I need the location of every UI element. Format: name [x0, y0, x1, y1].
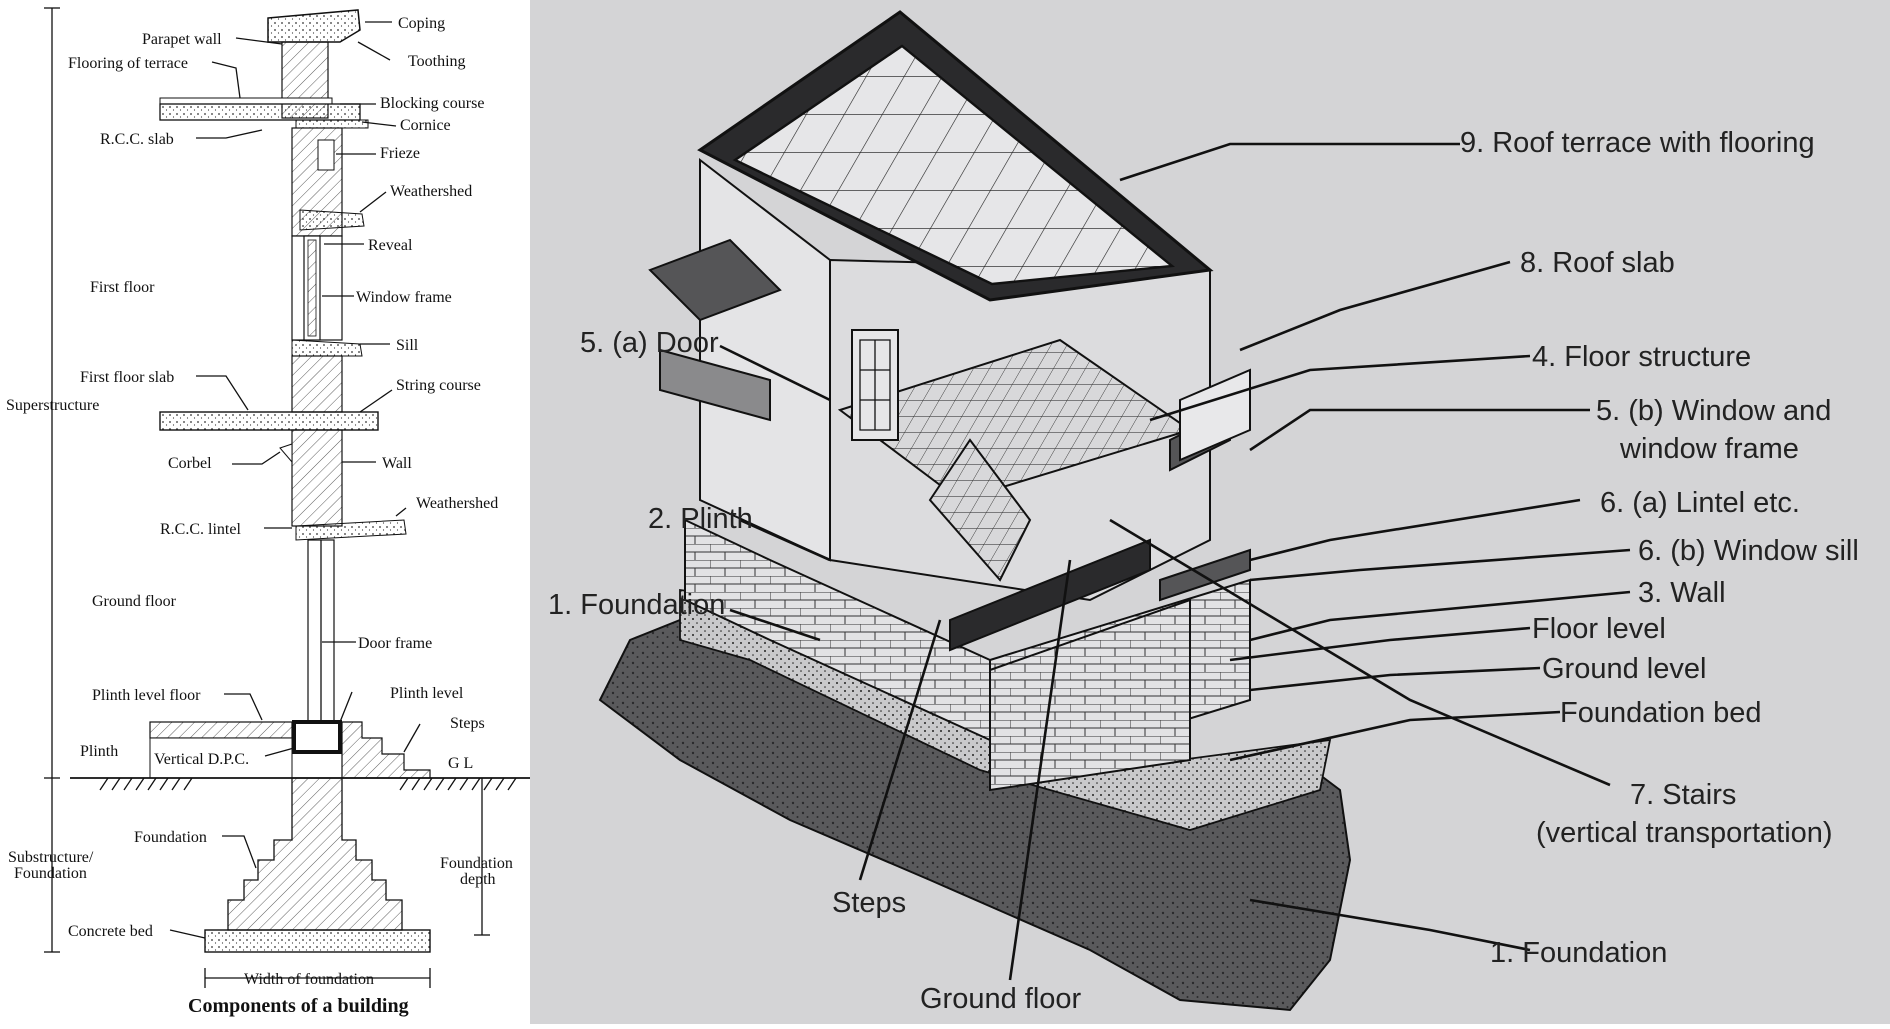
label-wall: 3. Wall [1638, 577, 1726, 609]
label-stairs-1: 7. Stairs [1630, 779, 1736, 811]
label-substructure: Substructure/ [8, 849, 94, 866]
label-foundation-depth: Foundation [440, 855, 513, 872]
label-width-of-foundation: Width of foundation [244, 971, 374, 988]
label-weathershed-bottom: Weathershed [416, 495, 498, 512]
label-wall: Wall [382, 455, 412, 472]
label-foundation-depth-2: depth [460, 871, 496, 888]
label-floor-level: Floor level [1532, 613, 1666, 645]
label-blocking-course: Blocking course [380, 95, 484, 112]
label-ground-level: Ground level [1542, 653, 1706, 685]
label-vertical-dpc: Vertical D.P.C. [154, 751, 249, 768]
label-window-frame-2: window frame [1619, 433, 1799, 465]
door-panels [859, 339, 891, 431]
label-foundation-left: 1. Foundation [548, 589, 725, 621]
label-reveal: Reveal [368, 237, 413, 254]
window-frame [1179, 368, 1251, 462]
dimension-lines [44, 7, 490, 988]
figure-caption: Components of a building [188, 995, 409, 1017]
label-ground-floor: Ground floor [92, 593, 177, 610]
label-plinth: Plinth [80, 743, 118, 760]
label-foundation-right: 1. Foundation [1490, 937, 1667, 969]
label-door-frame: Door frame [358, 635, 432, 652]
balcony-railing [659, 348, 771, 422]
label-first-floor-slab: First floor slab [80, 369, 174, 386]
label-roof-slab: 8. Roof slab [1520, 247, 1675, 279]
ground-floor-wall [279, 429, 407, 723]
label-window-frame-1: 5. (b) Window and [1596, 395, 1831, 427]
label-roof-terrace: 9. Roof terrace with flooring [1460, 127, 1815, 159]
ground-floor-slab-edge [949, 538, 1151, 652]
label-gl: G L [448, 755, 473, 772]
label-steps: Steps [832, 887, 906, 919]
leader-lines [719, 142, 1631, 981]
label-rcc-slab: R.C.C. slab [100, 131, 174, 148]
label-plinth: 2. Plinth [648, 503, 753, 535]
label-toothing: Toothing [408, 53, 466, 70]
leader-lines [169, 21, 421, 939]
label-sill: Sill [396, 337, 419, 354]
label-plinth-level: Plinth level [390, 685, 464, 702]
section-diagram: Coping Parapet wall Flooring of terrace … [6, 7, 530, 1017]
left-wall [699, 157, 831, 562]
label-window-sill: 6. (b) Window sill [1638, 535, 1859, 567]
foundation-footing [204, 777, 431, 953]
label-frieze: Frieze [380, 145, 420, 162]
label-substructure-2: Foundation [14, 865, 87, 882]
label-window-frame: Window frame [356, 289, 452, 306]
label-string-course: String course [396, 377, 481, 394]
label-foundation: Foundation [134, 829, 207, 846]
first-floor-slab [159, 411, 379, 431]
roof-terrace-flooring [732, 44, 1176, 286]
isometric-labels: 9. Roof terrace with flooring 8. Roof sl… [548, 127, 1859, 1015]
label-concrete-bed: Concrete bed [68, 923, 153, 940]
label-weathershed-top: Weathershed [390, 183, 472, 200]
stairs [928, 438, 1032, 582]
window-sill [1159, 548, 1251, 602]
isometric-diagram-panel: 9. Roof terrace with flooring 8. Roof sl… [530, 0, 1890, 1024]
label-foundation-bed: Foundation bed [1560, 697, 1762, 729]
main-wall [291, 127, 365, 413]
label-first-floor: First floor [90, 279, 155, 296]
roof-slab [159, 97, 369, 129]
ground-floor-wall [989, 598, 1191, 792]
label-door: 5. (a) Door [580, 327, 719, 359]
label-corbel: Corbel [168, 455, 212, 472]
label-ground-floor: Ground floor [920, 983, 1082, 1015]
label-flooring-of-terrace: Flooring of terrace [68, 55, 188, 72]
label-floor-structure: 4. Floor structure [1532, 341, 1751, 373]
label-lintel: 6. (a) Lintel etc. [1600, 487, 1800, 519]
section-labels: Coping Parapet wall Flooring of terrace … [6, 15, 513, 1017]
label-parapet-wall: Parapet wall [142, 31, 222, 48]
isometric-diagram: 9. Roof terrace with flooring 8. Roof sl… [548, 10, 1859, 1015]
label-steps: Steps [450, 715, 485, 732]
label-superstructure: Superstructure [6, 397, 99, 414]
label-stairs-2: (vertical transportation) [1536, 817, 1833, 849]
label-plinth-level-floor: Plinth level floor [92, 687, 201, 704]
label-cornice: Cornice [400, 117, 451, 134]
plinth-and-steps [149, 720, 431, 779]
label-coping: Coping [398, 15, 445, 32]
section-diagram-panel: Coping Parapet wall Flooring of terrace … [0, 0, 530, 1024]
label-rcc-lintel: R.C.C. lintel [160, 521, 241, 538]
balcony-shade [648, 238, 782, 322]
